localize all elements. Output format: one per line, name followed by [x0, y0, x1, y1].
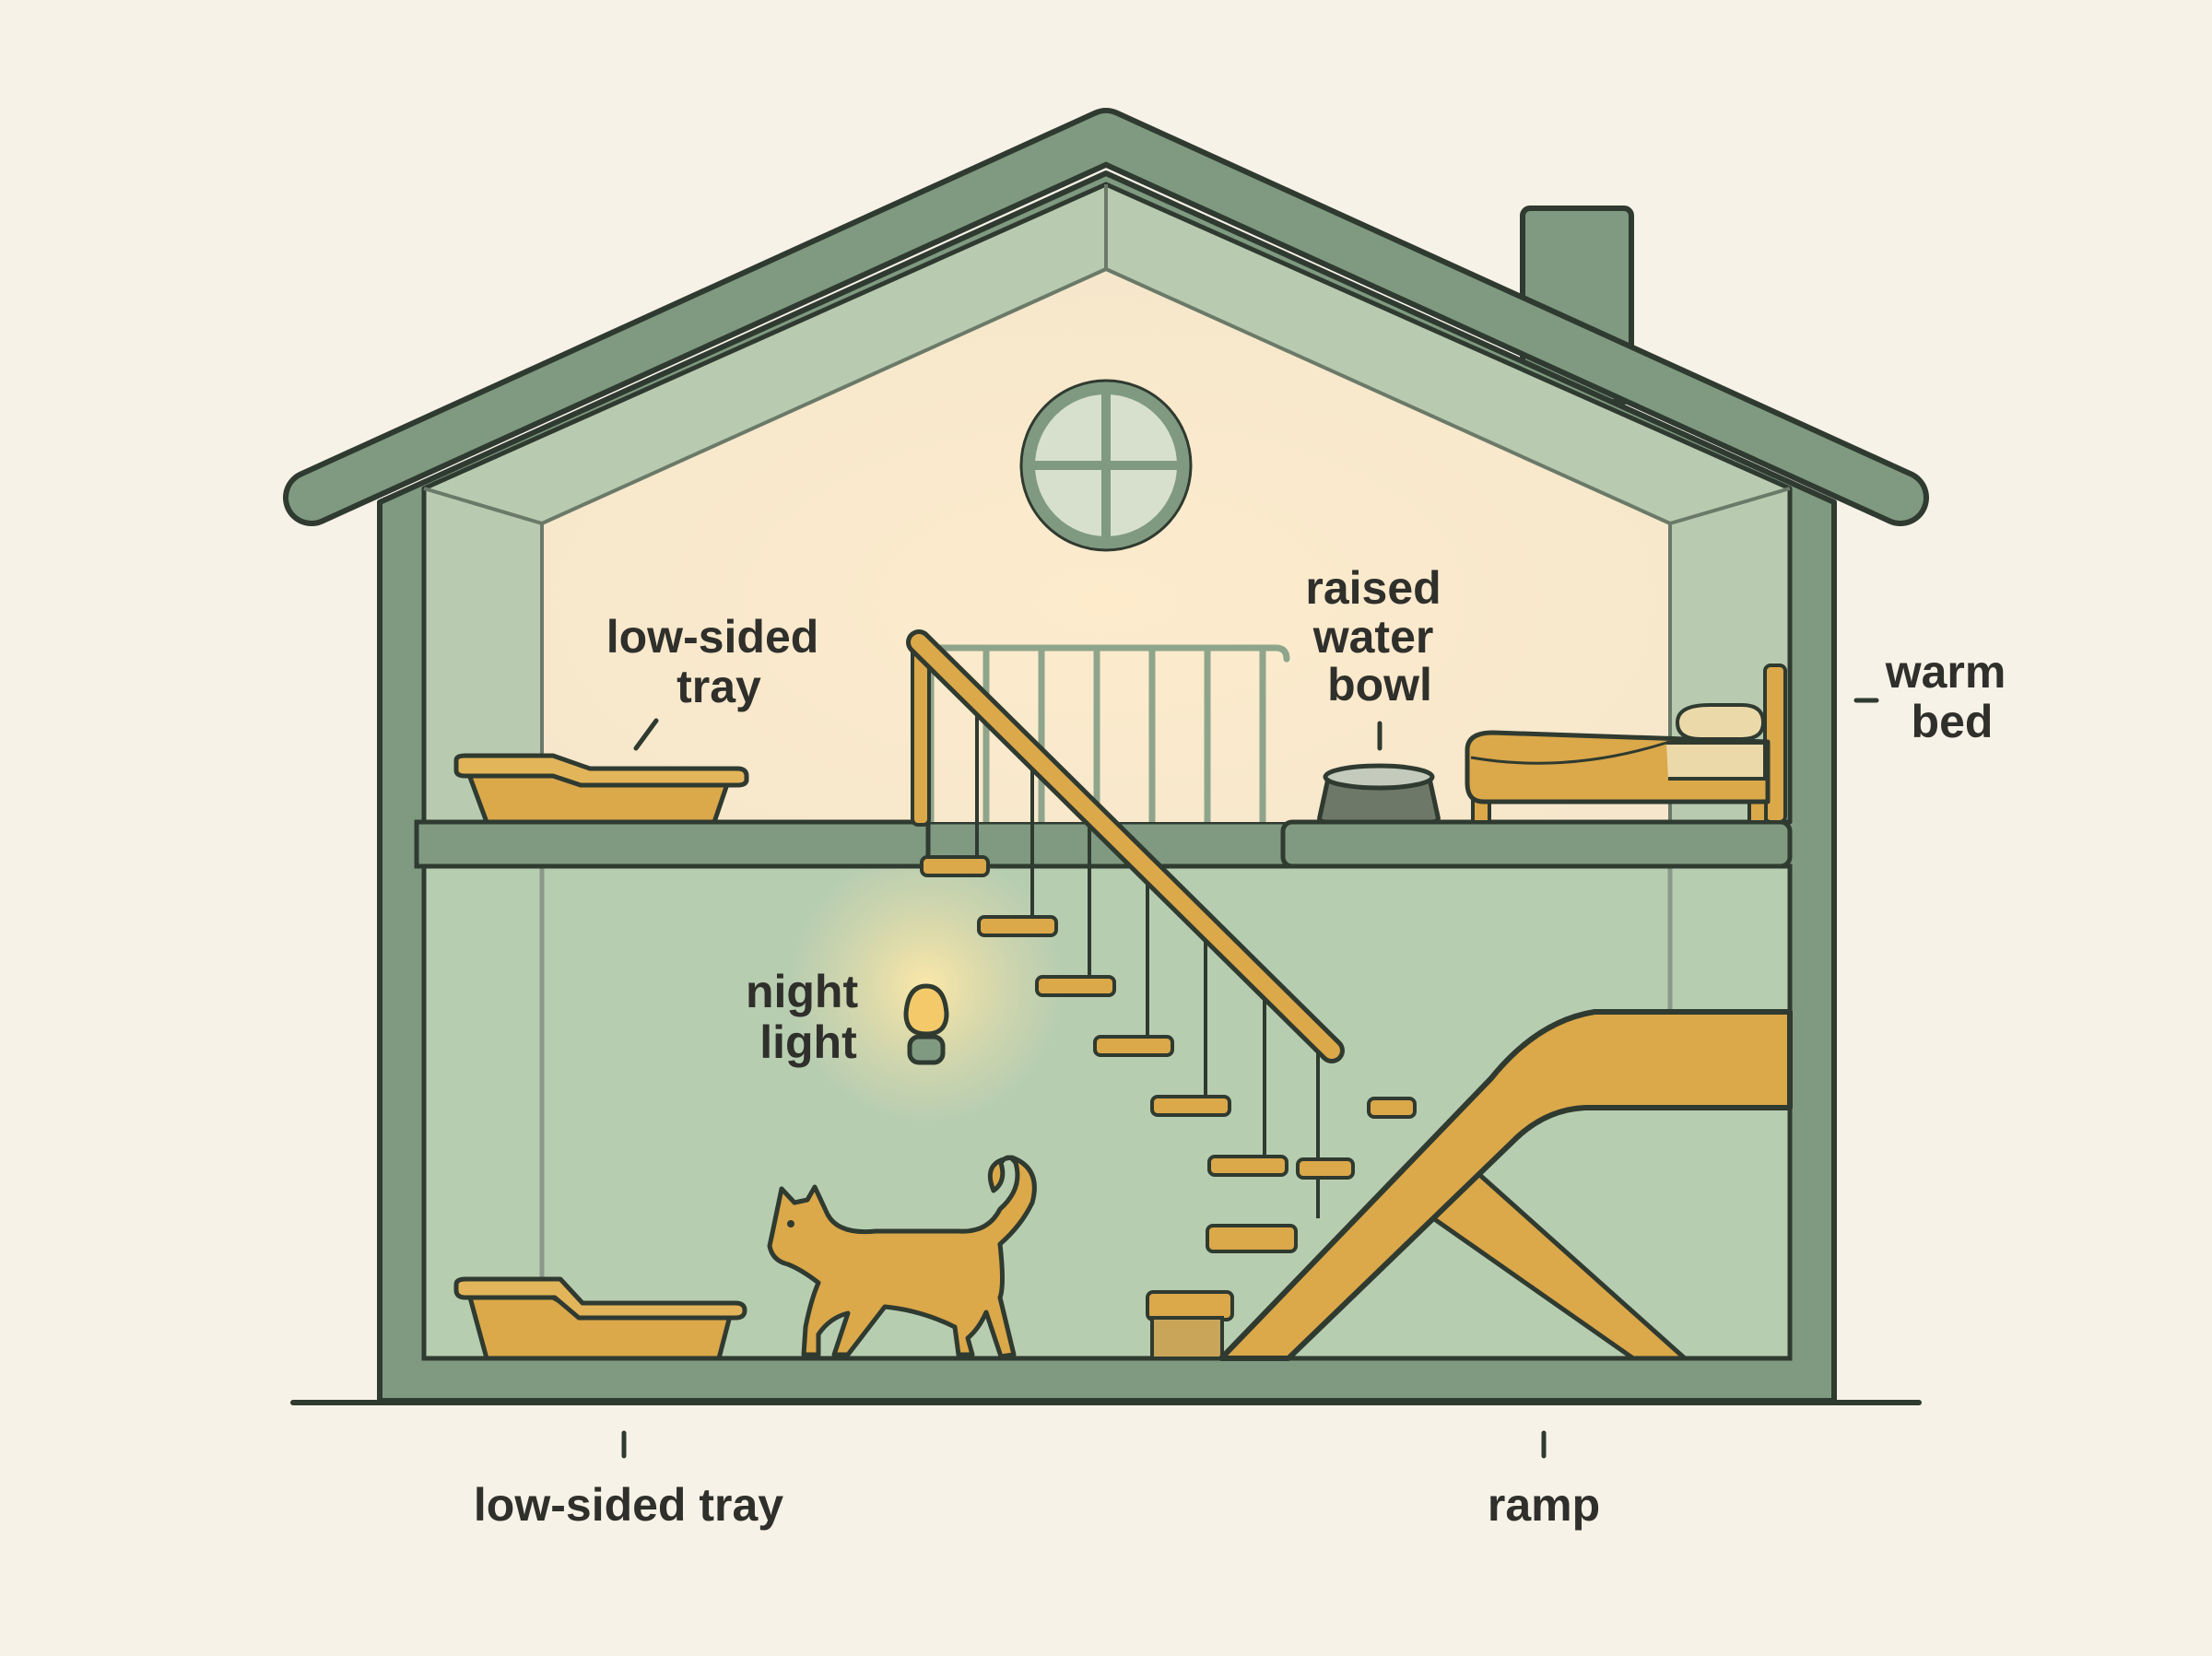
stair-balusters: [975, 696, 1320, 1218]
raised-water-bowl: [1317, 763, 1441, 825]
label-ramp: ramp: [1488, 1479, 1600, 1531]
upper-litter-tray: [453, 753, 749, 825]
label-water-bowl: raised water bowl: [1305, 562, 1453, 711]
ramp-deck: [1218, 1009, 1793, 1361]
upper-floor-left: [414, 819, 931, 869]
upper-floor-right: [1280, 819, 1793, 869]
leader-lines: [621, 698, 1879, 1459]
stair-handrail: [911, 634, 1340, 1059]
ramp: [1218, 1009, 1793, 1361]
round-window: [1019, 379, 1193, 552]
perspective-lines: [423, 184, 1791, 822]
night-light-icon: [903, 983, 949, 1065]
label-bed: warm bed: [1885, 646, 2019, 747]
lower-perspective-lines: [539, 866, 1673, 1358]
lower-litter-tray: [453, 1276, 747, 1361]
roof: [288, 113, 1924, 521]
cat-icon: [767, 1155, 1037, 1359]
label-upper-tray: low-sided tray: [606, 611, 831, 712]
warm-bed: [1465, 664, 1787, 824]
label-lower-tray: low-sided tray: [474, 1479, 783, 1531]
stair-treads: [920, 855, 1417, 1360]
label-night-light: night light: [746, 966, 871, 1068]
staircase: [906, 629, 1417, 1360]
